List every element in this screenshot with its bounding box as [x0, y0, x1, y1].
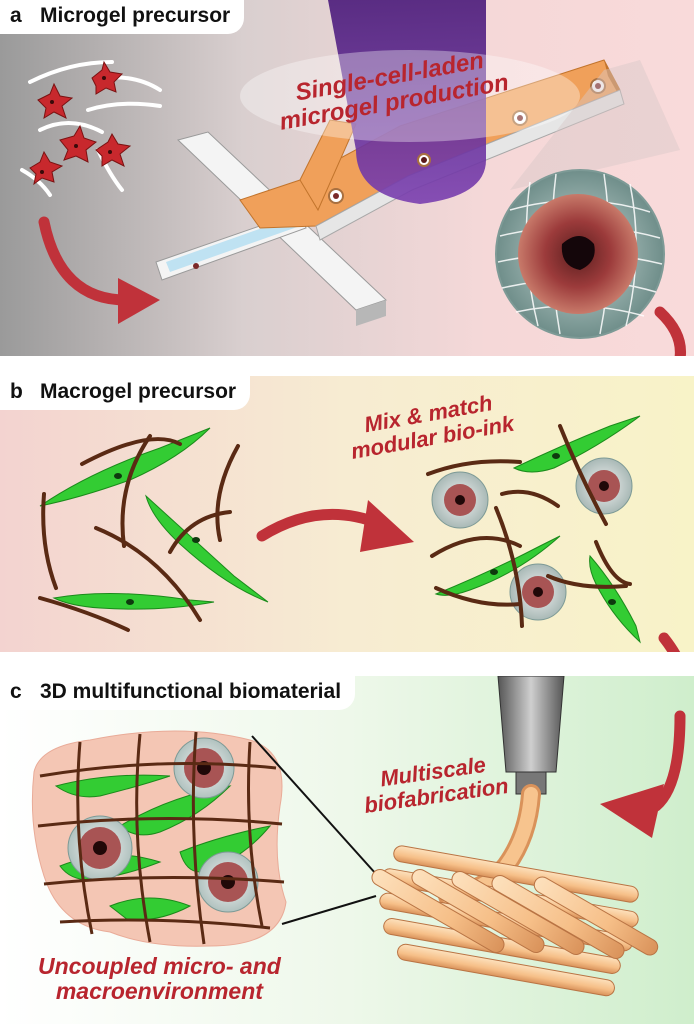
- green-cell: [52, 592, 215, 610]
- green-cell: [512, 415, 641, 473]
- arrow-head-icon: [118, 278, 160, 324]
- panel-c-bottom-line2: macroenvironment: [55, 978, 263, 1005]
- chip-channel: [166, 216, 300, 272]
- green-cell: [39, 427, 211, 507]
- zoom-cone: [510, 60, 680, 190]
- printed-lattice: [371, 845, 659, 997]
- green-cell: [145, 494, 269, 603]
- red-cell: [37, 82, 74, 120]
- panel-c-bottom-line1: Uncoupled micro- and: [38, 953, 281, 979]
- nozzle-body: [497, 676, 565, 773]
- green-cells-left: [39, 427, 269, 610]
- panel-c-header: c 3D multifunctional biomaterial: [0, 676, 356, 710]
- panel-b-illustration: [0, 376, 694, 652]
- panel-a-illustration: [0, 0, 694, 356]
- panel-b-header: b Macrogel precursor: [0, 376, 251, 410]
- small-microgel: [575, 457, 633, 515]
- red-cell-nuclei: [40, 76, 112, 174]
- curved-arrow-icon: [38, 216, 132, 306]
- red-cell: [95, 132, 132, 167]
- zoom-line: [251, 735, 377, 875]
- down-arrow-icon: [654, 306, 686, 356]
- down-arrow-icon: [650, 710, 686, 812]
- red-cells: [29, 60, 132, 186]
- construct-microgels: [67, 737, 259, 913]
- uv-light-beam: [328, 0, 486, 204]
- mix-arrow-head-icon: [360, 500, 414, 552]
- green-cells-right: [434, 415, 641, 644]
- red-cell: [91, 60, 124, 95]
- brown-fibers-left: [38, 434, 240, 632]
- cell-nucleus: [561, 236, 595, 270]
- panel-a-title: Microgel precursor: [40, 4, 231, 27]
- arrow-head-icon: [600, 784, 664, 838]
- down-arrow-icon: [658, 632, 681, 652]
- panel-c-illustration: [0, 676, 694, 1024]
- microgel-zoom: [495, 169, 665, 339]
- construct-fiber-grid: [37, 731, 285, 945]
- panel-a-header: a Microgel precursor: [0, 0, 245, 34]
- red-cell: [59, 124, 98, 163]
- red-cell: [29, 150, 64, 186]
- chip-arm-side: [356, 300, 386, 326]
- small-microgel: [431, 471, 489, 529]
- zoom-line: [281, 895, 377, 925]
- panel-c-letter: c: [10, 680, 22, 703]
- panel-c-bottom-caption: Uncoupled micro- and macroenvironment: [38, 953, 281, 1005]
- channel-droplets: [193, 78, 606, 269]
- panel-a-letter: a: [10, 4, 22, 27]
- panel-b-title: Macrogel precursor: [40, 380, 237, 403]
- brown-fibers-right: [426, 424, 632, 628]
- panel-c-title: 3D multifunctional biomaterial: [40, 680, 342, 703]
- caption-glow: [240, 50, 580, 142]
- panel-b-letter: b: [10, 380, 23, 403]
- green-cell-nuclei: [114, 473, 200, 605]
